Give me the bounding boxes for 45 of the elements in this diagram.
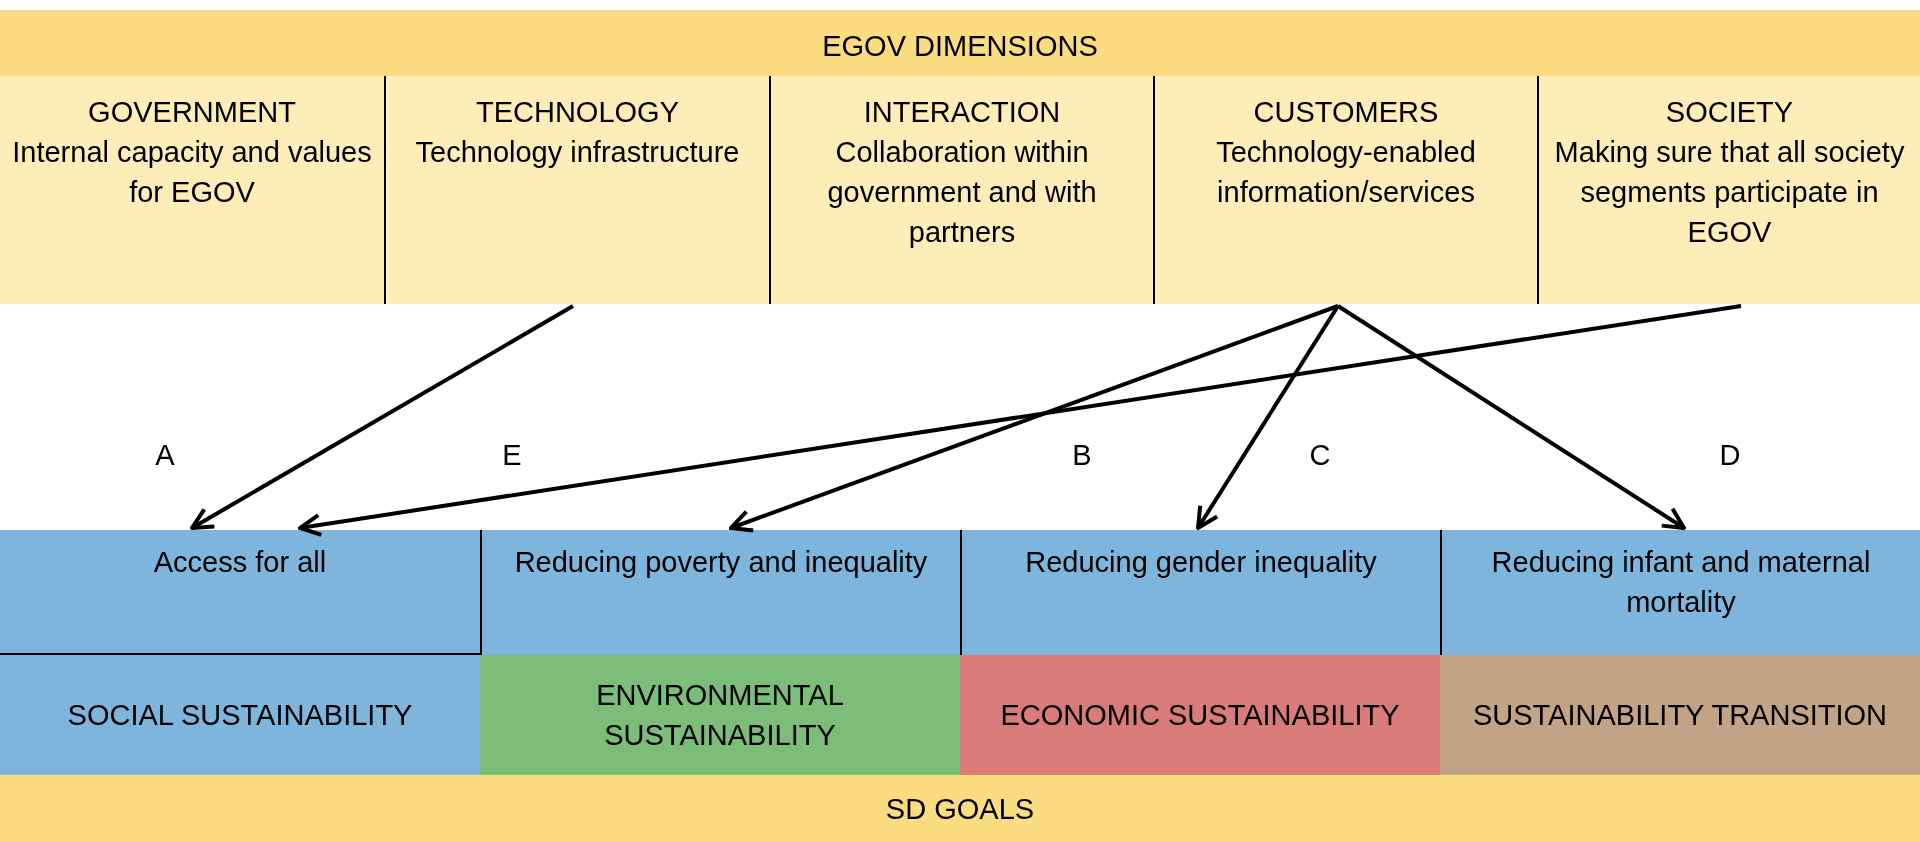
dimension-column <box>1153 76 1537 304</box>
arrow <box>729 304 1339 533</box>
box-label: Reducing poverty and inequality <box>513 545 929 580</box>
box-label: ENVIRONMENTAL SUSTAINABILITY <box>595 678 845 753</box>
box-label: Access for all <box>152 545 328 580</box>
dimension-column <box>0 76 384 304</box>
dimension-heading: TECHNOLOGY <box>475 95 680 130</box>
box-label: ECONOMIC SUSTAINABILITY <box>999 698 1401 733</box>
box-label: Reducing gender inequality <box>1024 545 1378 580</box>
arrow <box>190 304 574 530</box>
dimension-heading: SOCIETY <box>1664 95 1795 130</box>
letter-label: C <box>1309 438 1331 473</box>
band-title: SD GOALS <box>884 791 1036 827</box>
sustainability-box <box>960 655 1440 775</box>
sustainability-box <box>1440 655 1920 775</box>
box-label: Reducing infant and maternal mortality <box>1490 545 1872 620</box>
arrow <box>298 304 1742 537</box>
sustainability-box <box>0 655 480 775</box>
dimension-heading: INTERACTION <box>862 95 1062 130</box>
letter-label: A <box>155 438 175 473</box>
goal-box <box>480 530 960 655</box>
dimension-heading: CUSTOMERS <box>1252 95 1440 130</box>
letter-label: B <box>1072 438 1092 473</box>
letter-label: E <box>502 438 522 473</box>
dimension-column <box>384 76 769 304</box>
dimension-description: Technology infrastructure <box>414 135 741 170</box>
sustainability-box <box>480 655 960 775</box>
goal-box <box>960 530 1440 655</box>
goal-box <box>1440 530 1920 655</box>
dimension-description: Collaboration within government and with partners <box>826 135 1098 250</box>
dimension-heading: GOVERNMENT <box>87 95 297 130</box>
box-label: SOCIAL SUSTAINABILITY <box>66 698 414 733</box>
dimensions-band <box>0 10 1920 304</box>
dimension-column <box>1537 76 1920 304</box>
goals-band <box>0 775 1920 842</box>
band-title: EGOV DIMENSIONS <box>821 29 1099 64</box>
dimension-description: Making sure that all society segments participate in EGOV <box>1553 135 1906 250</box>
arrow <box>1336 304 1686 530</box>
dimension-column <box>769 76 1153 304</box>
dimension-description: Technology-enabled information/services <box>1215 135 1477 210</box>
letter-label: D <box>1719 438 1741 473</box>
dimension-description: Internal capacity and values for EGOV <box>11 135 373 210</box>
arrow <box>1196 304 1340 530</box>
goal-box <box>0 530 480 655</box>
box-label: SUSTAINABILITY TRANSITION <box>1471 698 1889 733</box>
